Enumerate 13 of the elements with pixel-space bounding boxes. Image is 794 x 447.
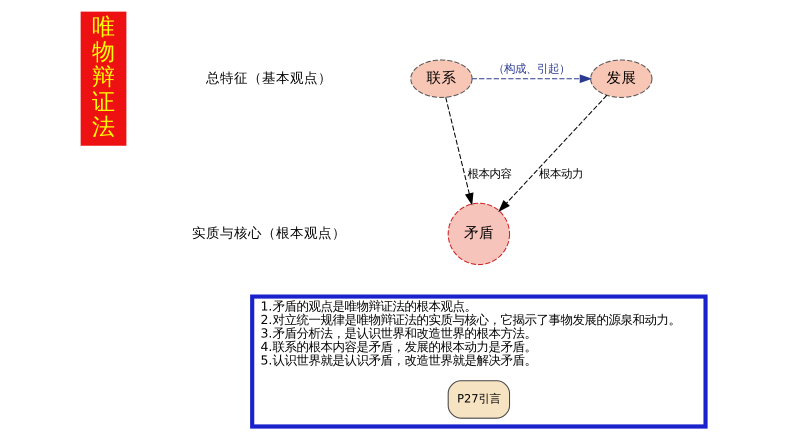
edge-label: 根本动力 (538, 166, 582, 180)
label: 总特征（基本观点） (205, 70, 332, 86)
edge-label: 根本内容 (466, 166, 511, 180)
node-circle: 矛盾 (447, 202, 510, 266)
node-ellipse: 发展 (590, 59, 652, 98)
node-box: 唯物辩证法 (80, 12, 126, 146)
edge-label: （构成、引起） (492, 61, 570, 76)
node-ellipse: 联系 (410, 59, 472, 98)
label: 实质与核心（根本观点） (191, 225, 346, 242)
node-box: P27引言 (447, 380, 510, 419)
arrow (444, 97, 473, 206)
arrow (471, 74, 592, 84)
arrow (498, 94, 607, 212)
